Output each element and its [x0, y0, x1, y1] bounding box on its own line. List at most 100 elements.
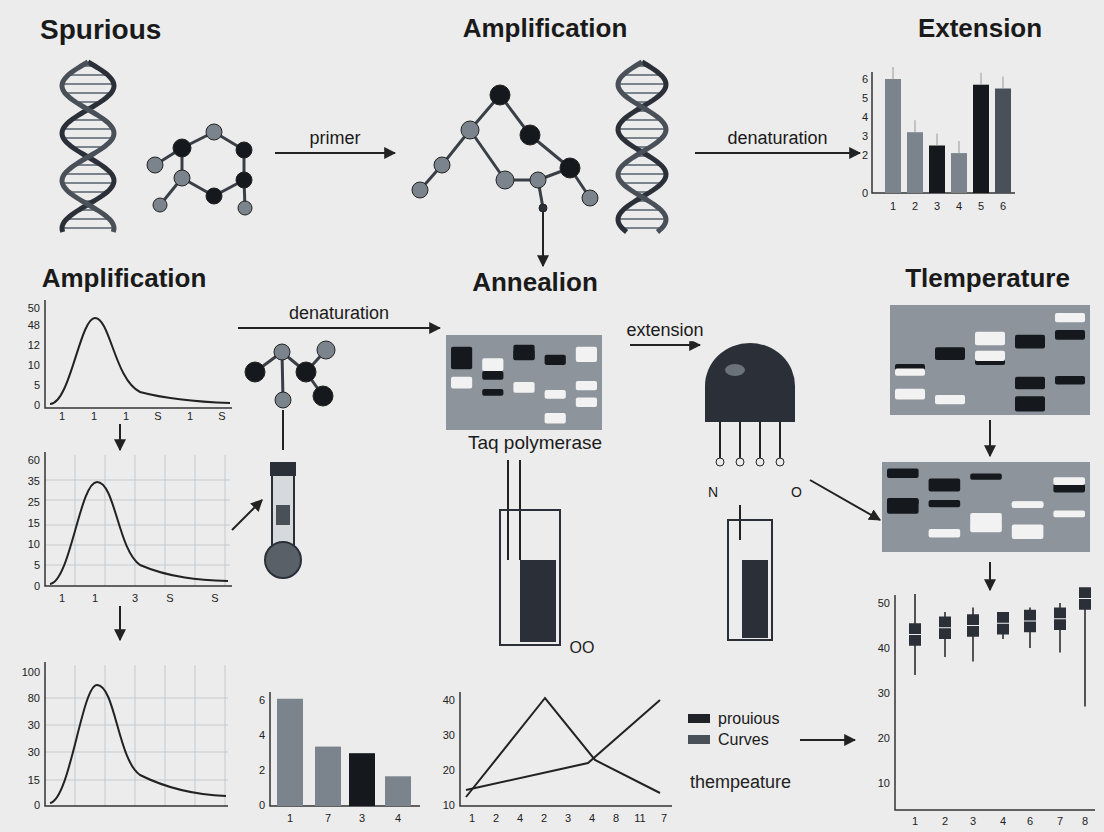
gel-band: [929, 479, 961, 492]
tick-label: 2: [259, 765, 265, 776]
gel-band: [975, 351, 1005, 361]
connector-label: denaturation: [724, 129, 830, 149]
dna-helix: [618, 62, 666, 232]
tube-liquid: [742, 560, 768, 638]
grid-line: [45, 565, 230, 566]
tick-label: 1: [91, 411, 97, 422]
tick-label: 2: [541, 813, 547, 824]
atom: [317, 341, 335, 359]
note-label: OO: [570, 640, 595, 656]
atom: [313, 386, 333, 406]
tick-label: 5: [862, 93, 868, 104]
gel-band: [1012, 524, 1044, 538]
tick-label: 11: [634, 813, 645, 824]
tube-line: [739, 505, 741, 540]
chart-grid: [45, 455, 230, 586]
atom: [539, 204, 547, 212]
chart-axis: [872, 72, 1015, 193]
helix-strand: [62, 62, 114, 232]
gel-band: [1015, 396, 1045, 411]
tick-label: 15: [28, 518, 40, 529]
legend-swatch: [688, 714, 710, 723]
test-tube: [500, 510, 560, 645]
grid-line: [45, 545, 230, 546]
atom: [412, 182, 428, 198]
tick-label: 50: [28, 303, 40, 314]
gel-band: [1012, 502, 1044, 509]
tick-label: 4: [589, 813, 595, 824]
legend: prouiousCurves: [688, 708, 779, 750]
panel-heading: Tlemperature: [905, 264, 1070, 294]
atom: [520, 125, 540, 145]
median: [1024, 621, 1036, 622]
tube-liquid: [276, 505, 290, 525]
tick-label: 15: [28, 775, 40, 786]
median: [939, 627, 951, 628]
grid-line: [225, 455, 226, 586]
gel-band: [576, 381, 597, 390]
tick-label: 5: [34, 380, 40, 391]
tick-label: 1: [469, 813, 475, 824]
atom: [173, 139, 191, 157]
gel-band: [576, 397, 597, 407]
tube-liquid: [520, 560, 556, 642]
grid-line: [45, 500, 230, 501]
base-pair: [618, 83, 666, 85]
helix-strand: [62, 62, 114, 232]
tick-label: 5: [34, 560, 40, 571]
median: [967, 625, 979, 626]
error-bar: [937, 134, 938, 146]
tick-label: 1: [187, 411, 193, 422]
gel-background: [890, 305, 1090, 415]
gel-band: [513, 350, 534, 360]
grid-line: [195, 455, 196, 586]
tick-label: 6: [1000, 201, 1006, 212]
pin-end: [716, 458, 724, 466]
pin-end: [736, 458, 744, 466]
flow-connector: [275, 152, 395, 154]
box: [939, 617, 951, 640]
gel-image: [446, 335, 602, 430]
note-label: thempeature: [690, 773, 791, 791]
base-pair: [618, 173, 666, 175]
gel-band: [576, 347, 597, 362]
gel-band: [1015, 335, 1045, 349]
pin-end: [756, 458, 764, 466]
flow-arrow: [800, 739, 855, 741]
grid-line: [135, 455, 136, 586]
gel-band: [1053, 510, 1085, 517]
gel-band: [895, 368, 925, 375]
bar: [349, 753, 375, 806]
tick-label: 3: [934, 201, 940, 212]
chart-axis: [460, 692, 672, 806]
tick-label: 5: [978, 201, 984, 212]
gel-background: [882, 462, 1090, 552]
base-pair: [623, 164, 661, 166]
gel-band: [1053, 477, 1085, 485]
connector-label: extension: [623, 321, 706, 341]
base-pair: [622, 137, 662, 139]
panel-node: AnnealionTaq polymerase: [440, 266, 630, 456]
grid-line: [45, 525, 230, 526]
tick-label: S: [218, 411, 225, 422]
box: [1024, 610, 1036, 633]
atom: [236, 172, 252, 188]
tick-label: 10: [28, 360, 40, 371]
grid-line: [195, 665, 196, 806]
bar: [907, 132, 923, 193]
tick-label: 50: [878, 598, 890, 609]
tick-label: 20: [878, 733, 890, 744]
tick-label: 3: [132, 593, 138, 604]
base-pair: [622, 182, 662, 184]
tick-label: 0: [34, 800, 40, 811]
panel-node: Spurious: [10, 12, 275, 240]
tick-label: 4: [1000, 816, 1006, 827]
atom: [434, 157, 450, 173]
peak-curve: [50, 685, 226, 803]
grid-line: [45, 698, 228, 699]
base-pair: [622, 227, 662, 229]
base-pair: [618, 128, 666, 130]
flow-connector: [695, 152, 860, 154]
grid-line: [75, 665, 76, 806]
bar: [995, 89, 1011, 194]
